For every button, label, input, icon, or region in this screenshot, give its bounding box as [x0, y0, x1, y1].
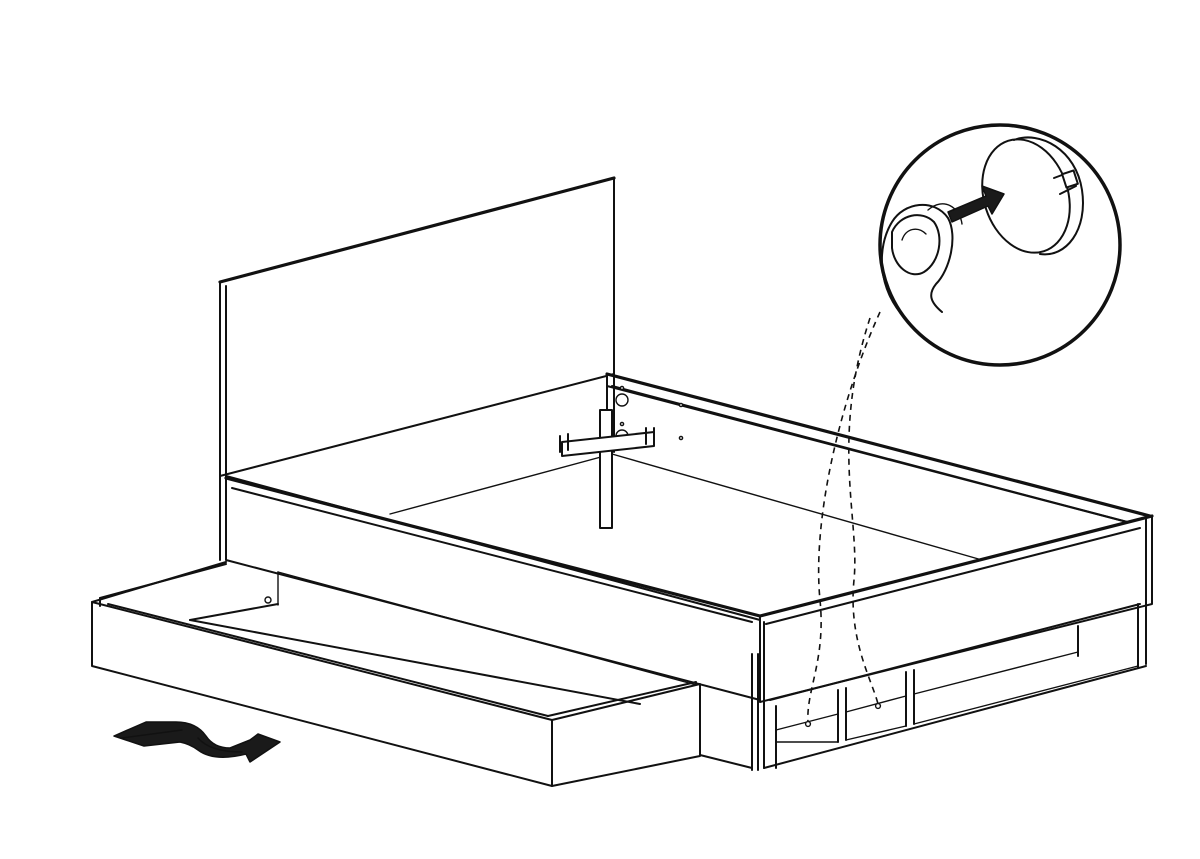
open-storage-compartment: [769, 603, 1141, 769]
headboard: [218, 176, 616, 561]
side-rail: [605, 372, 1152, 529]
bed-frame: [224, 372, 1154, 771]
storage-drawer: [91, 561, 701, 787]
drawer-screw-hole: [264, 596, 272, 604]
finger-icon: [880, 203, 963, 319]
fitting-hole-upper: [615, 393, 629, 407]
center-support-leg: [559, 409, 655, 529]
magnifier-callout-icon: [878, 123, 1122, 367]
arrow-icon: [113, 721, 281, 763]
leader-lines: [807, 311, 881, 723]
push-in-fitting: [981, 136, 1084, 256]
